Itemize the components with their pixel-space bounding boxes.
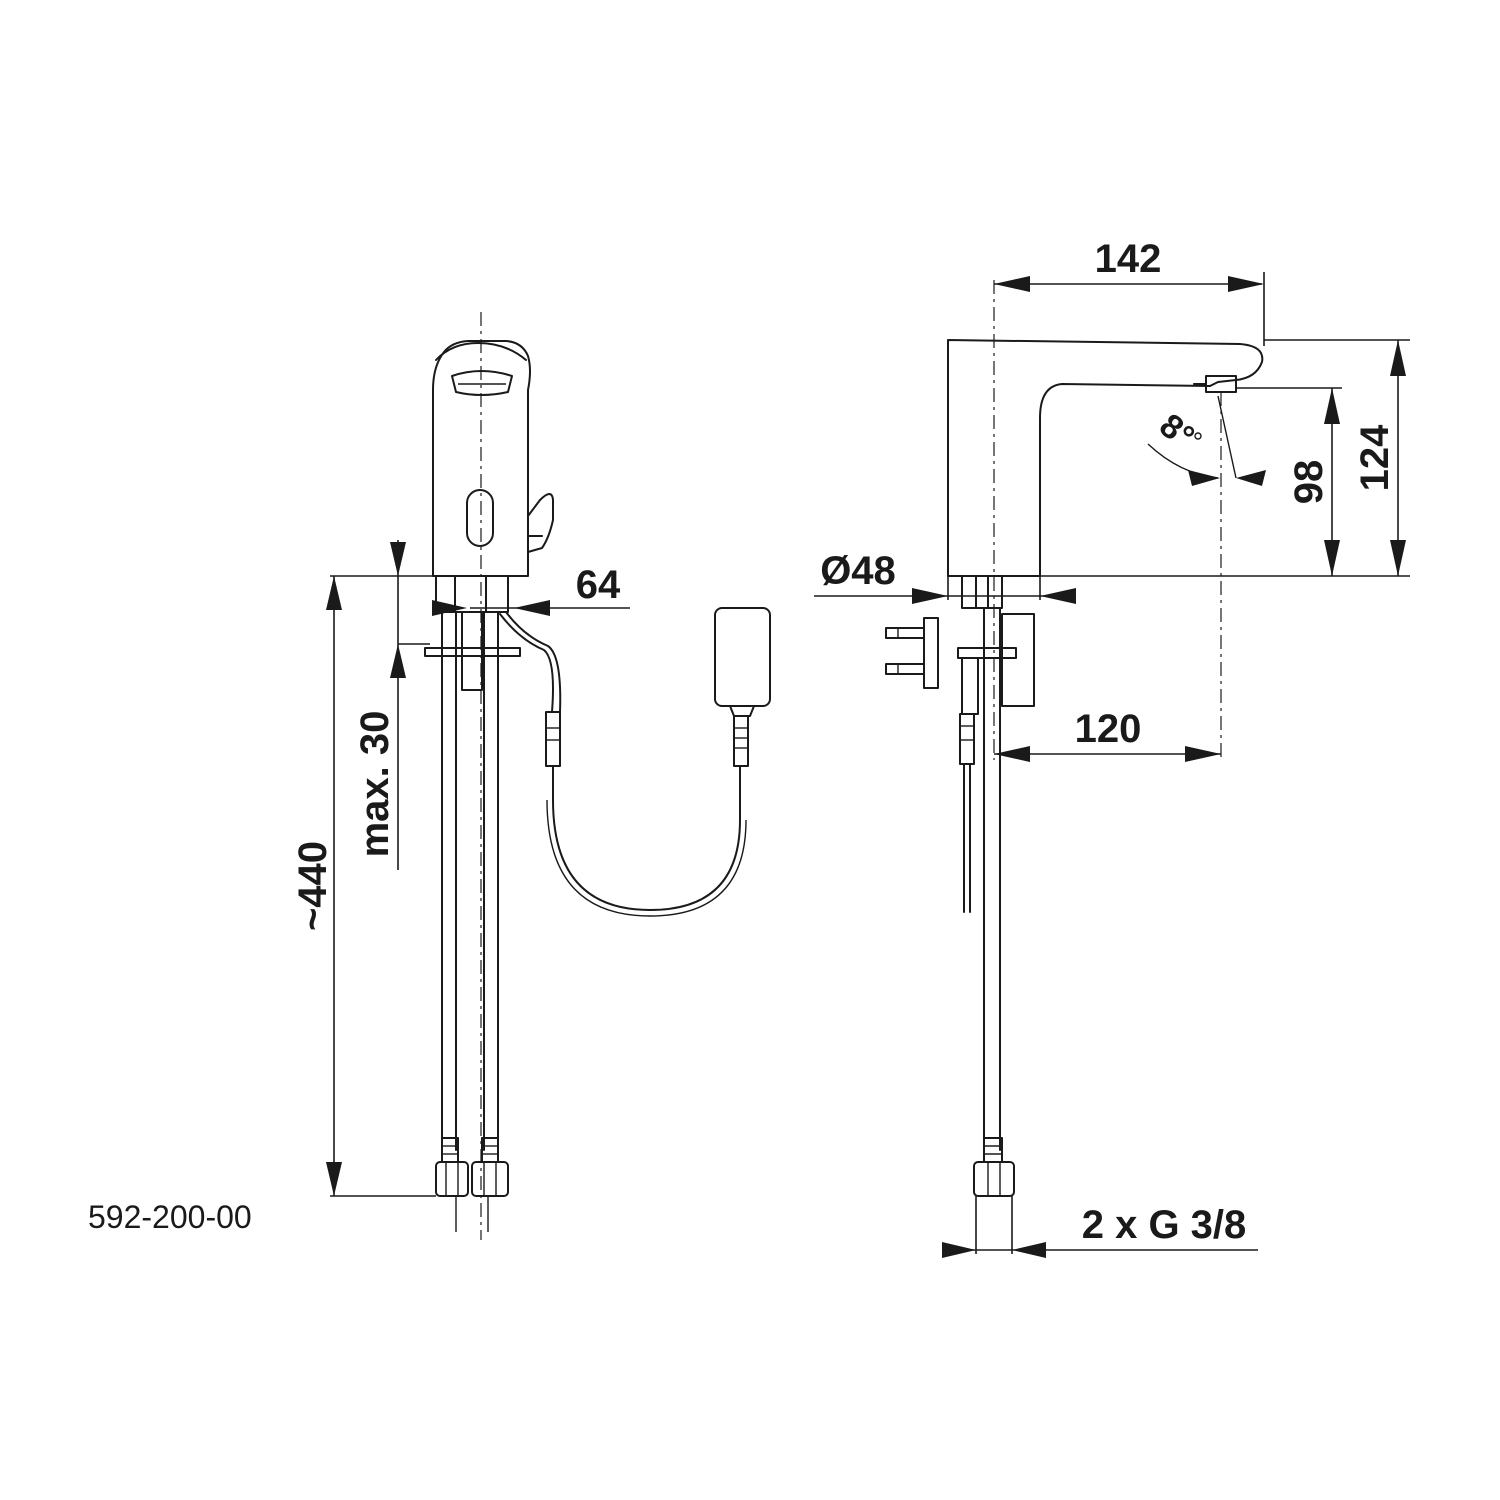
dim-side-width-label: 64 xyxy=(576,563,621,607)
side-connection-nut xyxy=(973,1161,1015,1197)
dim-spout-reach: 142 xyxy=(994,237,1265,346)
power-box-strain-relief xyxy=(733,715,749,767)
dim-connections: 2 x G 3/8 xyxy=(942,1196,1258,1258)
dim-spout-reach-label: 142 xyxy=(1095,237,1162,281)
power-cable-upper xyxy=(499,613,554,713)
dim-max-thickness: max. 30 xyxy=(353,540,430,870)
power-cable-loop xyxy=(552,765,741,911)
dim-hose-length-label: ~440 xyxy=(291,841,335,931)
dim-outlet-height-label: 98 xyxy=(1287,460,1331,505)
front-connection-nuts xyxy=(435,1161,509,1197)
spray-angle-label: 8° xyxy=(1152,406,1201,456)
side-plug-pins xyxy=(885,627,925,675)
dim-side-width: 64 xyxy=(432,563,630,616)
front-view: ~440 max. 30 64 592-200-00 xyxy=(88,312,771,1240)
power-supply-box xyxy=(714,607,771,707)
dim-outlet-offset-label: 120 xyxy=(1075,707,1142,751)
side-view: 8° xyxy=(814,237,1410,1258)
side-outlet xyxy=(1205,375,1237,393)
front-aerator xyxy=(451,370,513,396)
front-hose-crimps xyxy=(441,1137,499,1163)
dim-hose-length: ~440 xyxy=(291,575,436,1197)
front-tap-cap xyxy=(435,342,527,361)
dim-body-diameter: Ø48 xyxy=(814,549,1076,604)
dim-total-height: 124 xyxy=(1040,339,1410,577)
side-base xyxy=(961,575,1003,609)
dim-total-height-label: 124 xyxy=(1353,424,1397,491)
dim-max-thickness-label: max. 30 xyxy=(353,711,397,858)
sensor-window xyxy=(466,489,494,547)
dim-body-diameter-label: Ø48 xyxy=(820,549,896,593)
side-mounting-bracket xyxy=(923,617,939,689)
part-number: 592-200-00 xyxy=(88,1199,252,1235)
front-lever xyxy=(527,493,554,553)
dim-outlet-offset: 120 xyxy=(994,707,1221,762)
front-tap-body xyxy=(432,340,531,577)
spray-angle: 8° xyxy=(1147,395,1266,486)
side-tap-body xyxy=(947,339,1264,577)
dim-outlet-height: 98 xyxy=(1236,387,1342,576)
cable-connector xyxy=(545,711,561,767)
dim-connections-label: 2 x G 3/8 xyxy=(1082,1203,1247,1247)
